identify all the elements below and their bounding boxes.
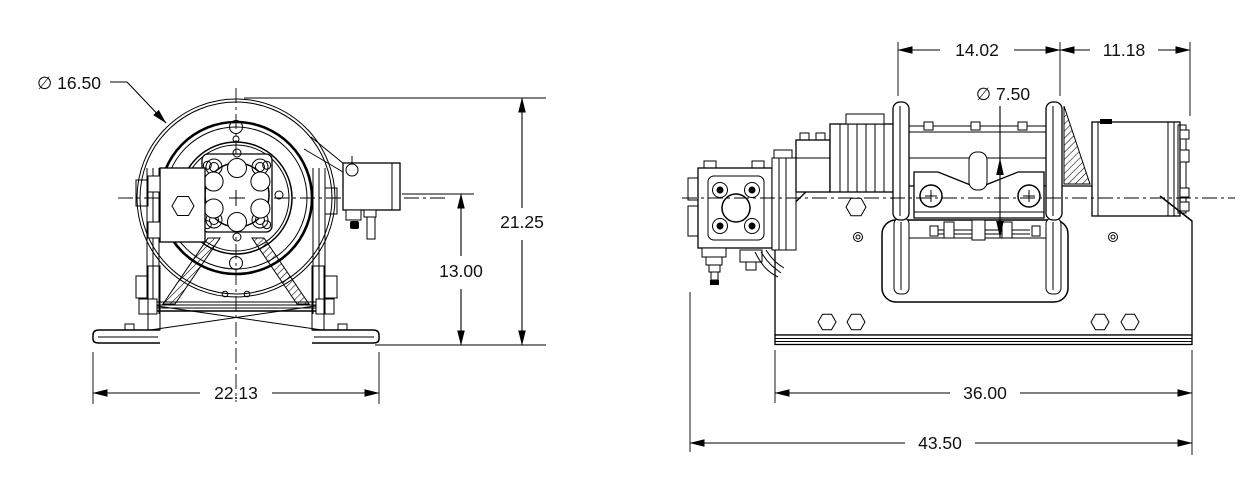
brake-housing <box>1091 119 1193 222</box>
frame-hole-left <box>221 290 229 298</box>
dim-label-overall-length: 43.50 <box>918 433 962 453</box>
dim-label-base-length: 36.00 <box>963 383 1007 403</box>
dim-barrel-diameter: ∅ 7.50 <box>976 84 1030 238</box>
gusset <box>1063 105 1091 185</box>
dim-label-frame-width: 22.13 <box>214 383 258 403</box>
mounting-feet <box>92 265 380 344</box>
side-plate <box>774 185 1193 346</box>
tensioner-bracket <box>913 151 1045 241</box>
flange-hole-top-small <box>232 135 240 143</box>
dim-label-drum-section: 14.02 <box>955 40 999 60</box>
dim-label-centerline-height: 13.00 <box>439 261 483 281</box>
dim-label-barrel-diameter: ∅ 7.50 <box>976 84 1030 104</box>
dim-overall-length: 43.50 <box>689 292 1193 453</box>
gear-housing-side <box>829 123 895 193</box>
hex-bolt <box>845 197 867 217</box>
dim-centerline-height: 13.00 <box>402 193 483 346</box>
drum-flange-right <box>1045 101 1063 221</box>
center-hub <box>190 148 284 242</box>
dim-label-flange-diameter: ∅ 16.50 <box>37 73 101 93</box>
brake-valve-box-end <box>303 136 401 240</box>
dim-flange-diameter: ∅ 16.50 <box>37 73 167 124</box>
flange-hole-top <box>229 120 243 134</box>
side-view: 14.02 11.18 ∅ 7.50 36.00 <box>682 40 1235 455</box>
diagonal-braces <box>149 237 323 331</box>
hydraulic-motor <box>687 113 895 285</box>
dim-drum-section: 14.02 <box>897 40 1061 96</box>
dim-base-length: 36.00 <box>774 350 1193 455</box>
dim-frame-width: 22.13 <box>92 352 380 404</box>
flange-hole-bottom <box>229 256 243 270</box>
drum-flange-left <box>892 101 910 221</box>
frame-hole-right <box>243 290 251 298</box>
dim-motor-section: 11.18 <box>1059 40 1191 116</box>
end-view: ∅ 16.50 21.25 13.00 22.13 <box>37 73 546 404</box>
gear-housing-end <box>147 167 206 243</box>
dim-label-overall-height: 21.25 <box>500 212 544 232</box>
dim-label-motor-section: 11.18 <box>1103 40 1146 60</box>
